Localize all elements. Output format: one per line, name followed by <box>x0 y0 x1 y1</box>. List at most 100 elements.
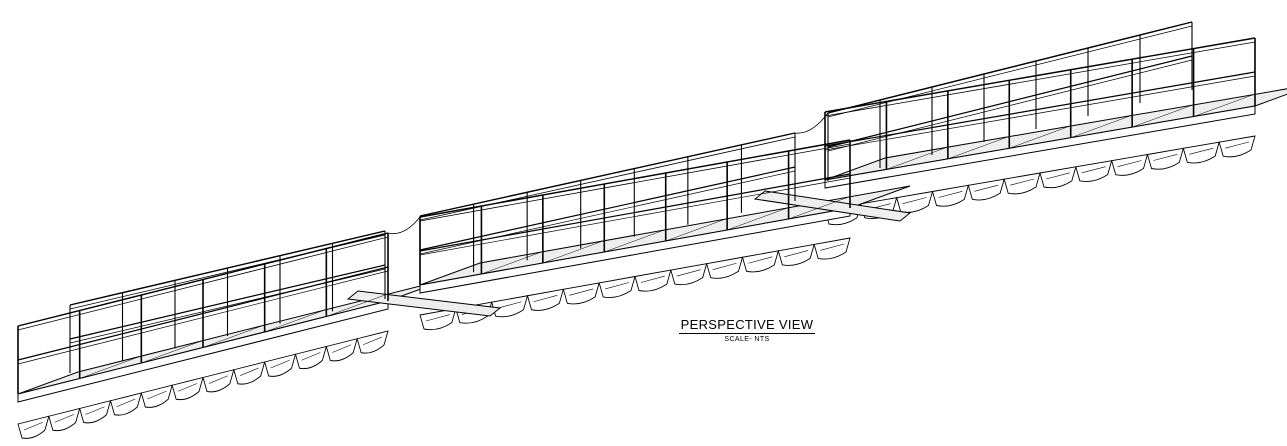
float-detail-line <box>23 421 43 431</box>
float-pontoon <box>233 361 266 385</box>
float-pontoon <box>526 288 564 311</box>
float-detail-line <box>147 390 167 400</box>
deck-seam <box>947 136 1008 160</box>
view-title: PERSPECTIVE VIEW <box>678 317 816 334</box>
float-pontoon <box>419 308 457 331</box>
float-pontoon <box>562 282 600 305</box>
deck-seam <box>326 294 387 317</box>
scale-note: SCALE- NTS <box>724 336 770 343</box>
top-rail <box>419 132 796 217</box>
float-detail-line <box>569 288 594 296</box>
mid-rail <box>419 166 796 251</box>
top-rail-edge <box>824 41 1256 117</box>
deck-surface <box>824 88 1287 181</box>
float-detail-line <box>425 314 450 322</box>
float-detail-line <box>1153 154 1178 161</box>
float-pontoon <box>202 369 235 393</box>
float-detail-line <box>1117 160 1142 167</box>
float-pontoon <box>48 407 81 432</box>
float-pontoon <box>777 243 815 266</box>
deck-fascia <box>824 105 1256 189</box>
float-pontoon <box>79 400 112 424</box>
float-pontoon <box>491 295 529 318</box>
pontoon-floats <box>17 135 1256 439</box>
deck-seam <box>481 251 542 275</box>
mid-rail-edge <box>824 75 1256 151</box>
float-detail-line <box>676 269 701 277</box>
top-rail <box>827 21 1193 114</box>
float-pontoon <box>896 190 934 213</box>
float-detail-line <box>178 383 198 392</box>
float-pontoon <box>598 275 636 299</box>
float-detail-line <box>712 262 737 270</box>
float-pontoon <box>1182 141 1220 164</box>
float-detail-line <box>208 375 228 384</box>
float-detail-line <box>239 367 259 377</box>
float-detail-line <box>640 275 665 283</box>
float-pontoon <box>140 384 173 408</box>
deck-seam <box>604 229 665 253</box>
float-detail-line <box>332 344 352 353</box>
top-rail <box>69 230 386 306</box>
dock-decks <box>17 88 1287 403</box>
float-detail-line <box>1045 172 1070 180</box>
deck-fascia <box>419 207 851 294</box>
float-detail-line <box>270 359 290 369</box>
float-pontoon <box>1075 160 1113 182</box>
deck-seam <box>202 325 264 348</box>
top-rail <box>17 232 389 327</box>
float-detail-line <box>902 197 927 204</box>
deck-seam <box>141 340 202 364</box>
drawing-caption: PERSPECTIVE VIEW SCALE- NTS <box>672 316 822 343</box>
deck-seam <box>1009 126 1070 149</box>
deck-seam <box>1193 94 1254 117</box>
float-detail-line <box>748 256 773 264</box>
deck-seam <box>1070 115 1131 138</box>
chain-link <box>387 216 421 235</box>
float-pontoon <box>670 263 708 286</box>
top-rail-edge <box>419 143 851 222</box>
deck-seam <box>727 207 788 231</box>
float-pontoon <box>967 178 1005 201</box>
float-pontoon <box>17 415 50 439</box>
float-detail-line <box>301 352 321 361</box>
mid-rail <box>17 266 389 361</box>
deck-seam <box>886 147 947 170</box>
mid-rail <box>824 71 1256 147</box>
float-pontoon <box>1039 166 1077 189</box>
mid-rail-edge <box>419 177 851 256</box>
float-pontoon <box>1111 153 1149 176</box>
float-detail-line <box>784 250 809 258</box>
guard-rails <box>17 21 1256 394</box>
deck-seam <box>79 356 140 379</box>
gangway-plate <box>346 290 502 317</box>
mid-rail <box>69 264 386 340</box>
top-rail-edge <box>17 236 389 331</box>
top-rail <box>419 139 851 218</box>
float-pontoon <box>813 237 851 260</box>
float-pontoon <box>294 345 327 370</box>
float-detail-line <box>1010 178 1035 186</box>
gangway-plate <box>753 190 912 222</box>
float-pontoon <box>1003 172 1041 195</box>
float-pontoon <box>325 338 358 362</box>
float-pontoon <box>741 250 779 273</box>
float-pontoon <box>1146 147 1184 170</box>
deck-seam <box>788 196 849 220</box>
float-detail-line <box>497 301 522 309</box>
float-detail-line <box>1081 166 1106 174</box>
float-detail-line <box>54 414 74 423</box>
deck-seam <box>264 309 325 333</box>
deck-seam <box>1132 104 1193 128</box>
float-detail-line <box>1189 147 1214 155</box>
float-pontoon <box>171 376 204 401</box>
float-detail-line <box>605 282 630 290</box>
float-pontoon <box>931 184 969 207</box>
top-rail-edge <box>827 25 1193 118</box>
float-detail-line <box>363 336 383 346</box>
chain-link <box>794 112 829 134</box>
float-pontoon <box>1218 135 1256 158</box>
float-pontoon <box>634 269 672 292</box>
float-detail-line <box>974 184 999 192</box>
